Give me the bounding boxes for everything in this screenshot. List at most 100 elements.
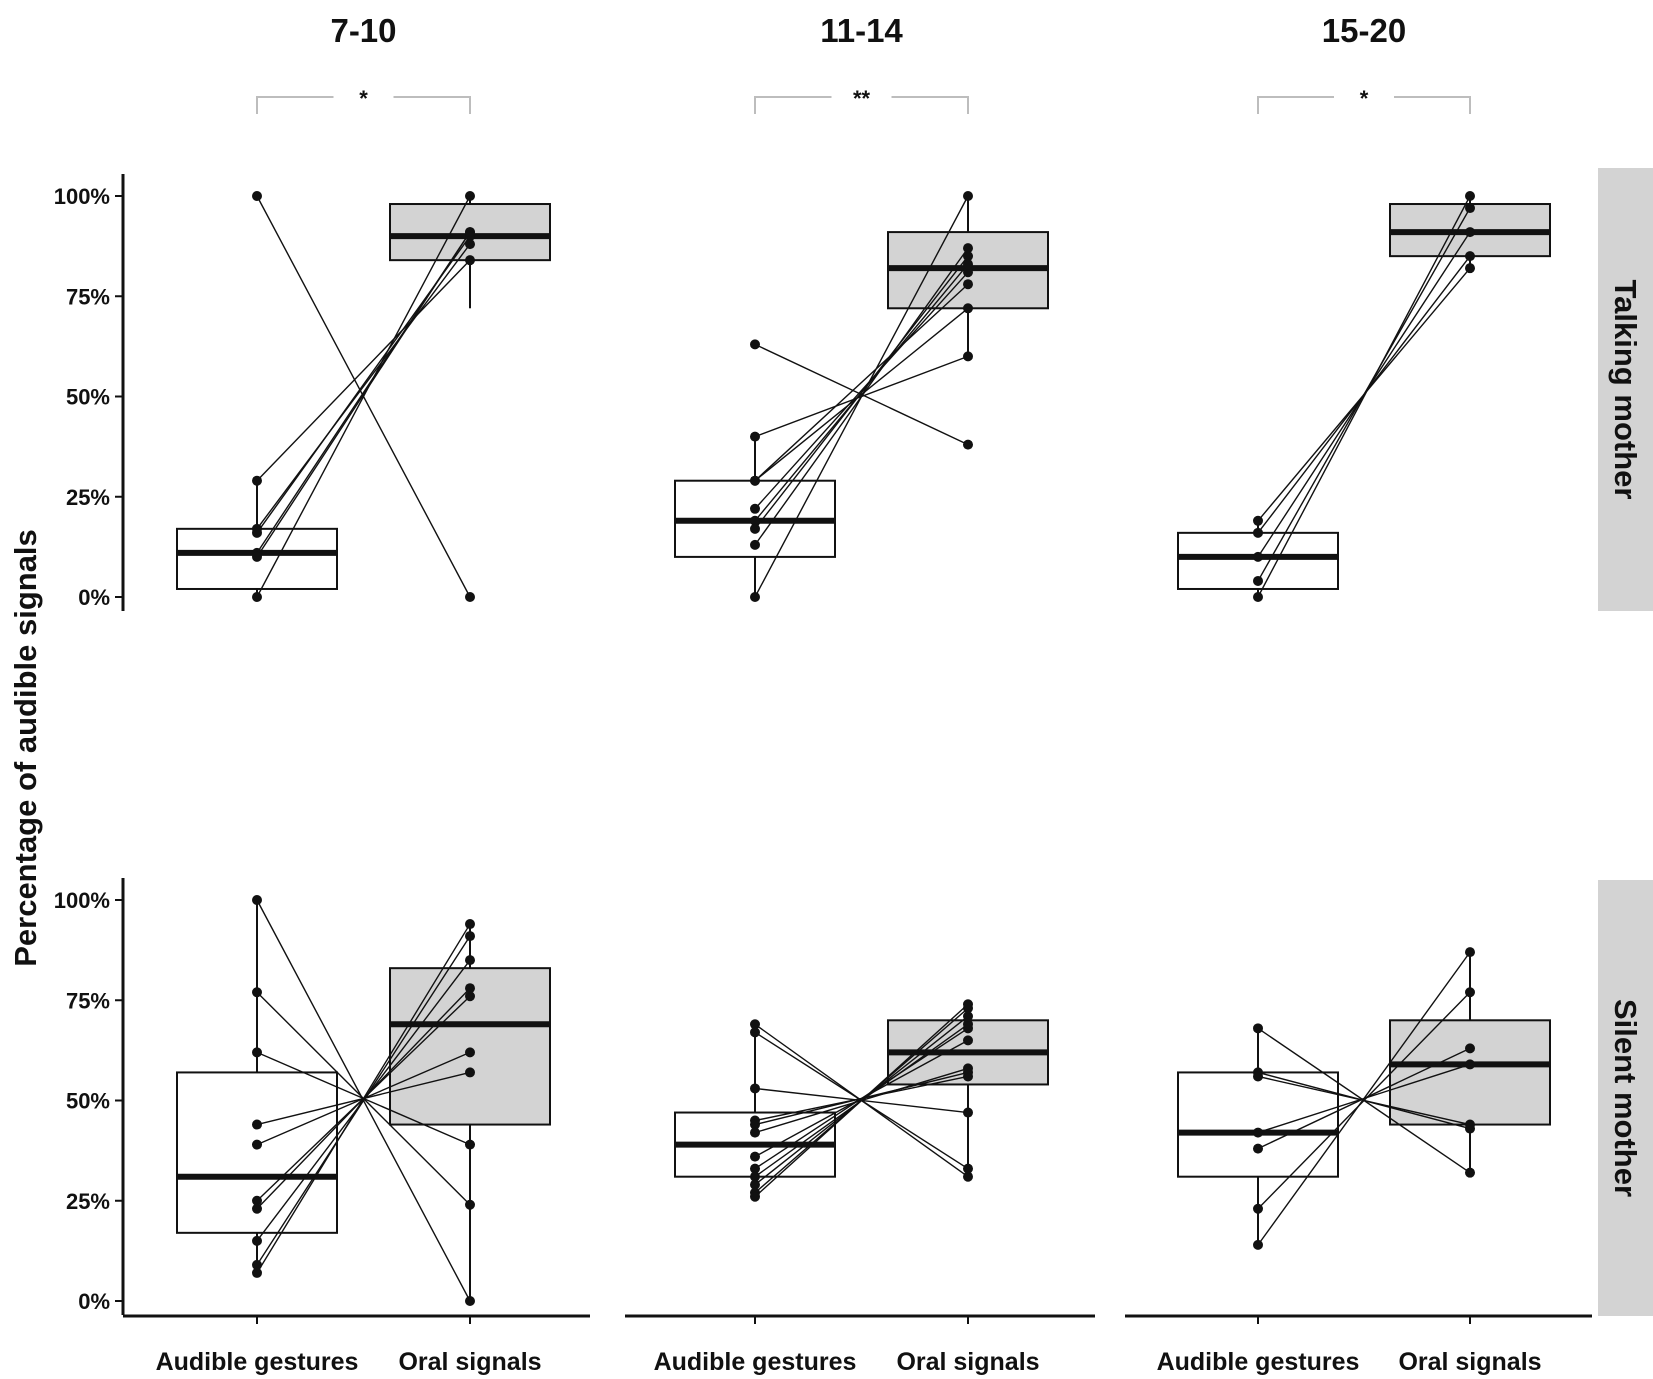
paired-line	[1257, 207, 1471, 582]
row-strip-label: Talking mother	[1608, 280, 1643, 500]
data-point	[963, 303, 973, 314]
data-point	[963, 1019, 973, 1030]
data-point	[750, 431, 760, 442]
row-strip-label: Silent mother	[1608, 999, 1643, 1197]
data-point	[1465, 227, 1475, 238]
paired-line	[256, 935, 471, 1266]
paired-lines-layer	[256, 195, 1471, 1302]
data-point	[750, 1171, 760, 1182]
paired-line	[1257, 991, 1471, 1210]
data-point	[750, 339, 760, 350]
data-point	[1253, 1127, 1263, 1138]
data-point	[750, 1151, 760, 1162]
column-panel-title: 15-20	[1322, 12, 1406, 49]
data-point	[465, 919, 475, 930]
row-strip-1	[1598, 880, 1653, 1316]
data-point	[252, 1139, 262, 1150]
x-tick-label: Audible gestures	[654, 1348, 857, 1376]
axes-layer	[115, 174, 1592, 1324]
data-point	[465, 1067, 475, 1078]
data-point	[252, 1235, 262, 1246]
data-point	[252, 1259, 262, 1270]
boxes-layer	[176, 196, 1551, 1301]
significance-label: *	[1360, 86, 1369, 111]
data-point	[465, 255, 475, 266]
data-point	[963, 251, 973, 262]
data-point	[465, 983, 475, 994]
x-tick-label: Audible gestures	[1157, 1348, 1360, 1376]
data-point	[465, 931, 475, 942]
data-point	[963, 1035, 973, 1046]
data-point	[252, 1119, 262, 1130]
significance-bracket-right	[393, 96, 471, 114]
paired-line	[1257, 195, 1471, 598]
data-point	[963, 439, 973, 450]
x-tick-label: Oral signals	[896, 1348, 1039, 1376]
data-point	[465, 1139, 475, 1150]
data-point	[963, 1107, 973, 1118]
y-axis-title: Percentage of audible signals	[8, 529, 43, 967]
data-point	[1465, 191, 1475, 201]
paired-line	[754, 1027, 969, 1170]
data-point	[1253, 1143, 1263, 1154]
data-point	[963, 267, 973, 278]
x-tick-label: Audible gestures	[156, 1348, 359, 1376]
data-point	[750, 1191, 760, 1202]
data-point	[252, 592, 262, 602]
box-iqr	[1389, 1019, 1551, 1126]
data-point	[252, 527, 262, 538]
data-point	[465, 991, 475, 1002]
y-tick-label: 100%	[54, 184, 110, 209]
data-point	[1465, 263, 1475, 274]
significance-bracket-left	[256, 96, 334, 114]
data-point	[1253, 515, 1263, 526]
data-point	[750, 503, 760, 514]
data-point	[1253, 551, 1263, 562]
data-point	[750, 1119, 760, 1130]
data-point	[750, 592, 760, 602]
box-iqr	[1177, 1071, 1339, 1178]
paired-line	[754, 1003, 969, 1198]
y-tick-label: 75%	[66, 284, 110, 309]
data-point	[750, 539, 760, 550]
data-point	[252, 987, 262, 998]
data-point	[252, 551, 262, 562]
data-point	[465, 592, 475, 602]
data-point	[1253, 1239, 1263, 1250]
data-point	[1253, 1071, 1263, 1082]
data-point	[252, 475, 262, 486]
y-tick-label: 50%	[66, 1089, 110, 1114]
points-layer	[252, 191, 1475, 1306]
data-point	[465, 1199, 475, 1210]
data-point	[1253, 1023, 1263, 1034]
paired-line	[1257, 951, 1471, 1246]
data-point	[963, 259, 973, 270]
data-point	[750, 1027, 760, 1038]
paired-line	[754, 307, 969, 482]
y-tick-label: 75%	[66, 988, 110, 1013]
paired-line	[754, 195, 969, 598]
paired-line	[754, 255, 969, 530]
data-point	[750, 1163, 760, 1174]
data-point	[963, 351, 973, 362]
data-point	[750, 523, 760, 534]
data-point	[465, 955, 475, 966]
data-point	[465, 1296, 475, 1306]
data-point	[750, 515, 760, 526]
data-point	[750, 1127, 760, 1138]
y-tick-label: 25%	[66, 1189, 110, 1214]
data-point	[1253, 592, 1263, 602]
data-point	[465, 1047, 475, 1058]
data-point	[465, 191, 475, 201]
y-tick-label: 0%	[78, 1289, 110, 1314]
data-point	[963, 191, 973, 201]
data-point	[252, 1195, 262, 1206]
data-point	[1253, 575, 1263, 586]
y-tick-label: 0%	[78, 585, 110, 610]
data-point	[465, 239, 475, 250]
significance-label: *	[359, 86, 368, 111]
data-point	[1465, 947, 1475, 958]
data-point	[252, 1047, 262, 1058]
